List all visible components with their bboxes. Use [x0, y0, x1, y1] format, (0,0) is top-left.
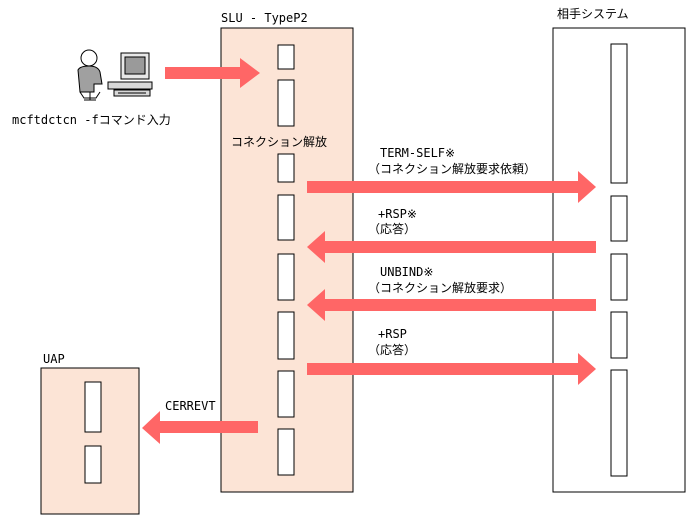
- slu-activation-box: [277, 153, 295, 183]
- slu-activation-box: [277, 44, 295, 70]
- arrow-term-self: [307, 171, 596, 203]
- arrow-command-to-slu: [165, 58, 260, 88]
- arrow-rsp-2: [307, 353, 596, 385]
- arrow-unbind: [307, 289, 596, 321]
- message-rsp-1-sub: （応答）: [368, 222, 417, 236]
- message-term-self-sub: （コネクション解放要求依頼）: [368, 162, 537, 176]
- message-unbind-sub: （コネクション解放要求）: [368, 281, 513, 295]
- slu-activation-box: [277, 79, 295, 127]
- slu-activation-box: [277, 428, 295, 476]
- slu-activation-box: [277, 194, 295, 241]
- message-rsp-2-sub: （応答）: [368, 343, 417, 357]
- arrow-rsp-1: [307, 231, 596, 263]
- uap-activation-box: [84, 381, 102, 433]
- slu-activation-box: [277, 370, 295, 418]
- uap-activation-box: [84, 445, 102, 484]
- remote-activation-box: [610, 369, 628, 477]
- uap-lane-title: UAP: [43, 352, 65, 366]
- message-unbind-label: UNBIND※: [380, 265, 434, 279]
- command-input-label: mcftdctcn -fコマンド入力: [12, 113, 171, 127]
- user-at-computer-icon: [77, 49, 153, 101]
- message-rsp-1-label: +RSP※: [378, 207, 417, 221]
- remote-activation-box: [610, 195, 628, 242]
- message-rsp-2-label: +RSP: [378, 327, 407, 341]
- connection-release-note: コネクション解放: [231, 135, 328, 149]
- remote-activation-box: [610, 311, 628, 359]
- slu-activation-box: [277, 311, 295, 360]
- remote-activation-box: [610, 253, 628, 301]
- message-term-self-label: TERM-SELF※: [380, 146, 456, 160]
- slu-activation-box: [277, 253, 295, 301]
- arrow-cerrevt: [142, 411, 258, 444]
- uap-event-label: CERREVT: [165, 399, 216, 413]
- slu-lane-title: SLU - TypeP2: [221, 11, 308, 25]
- remote-activation-box: [610, 43, 628, 184]
- remote-system-lane-title: 相手システム: [557, 7, 629, 21]
